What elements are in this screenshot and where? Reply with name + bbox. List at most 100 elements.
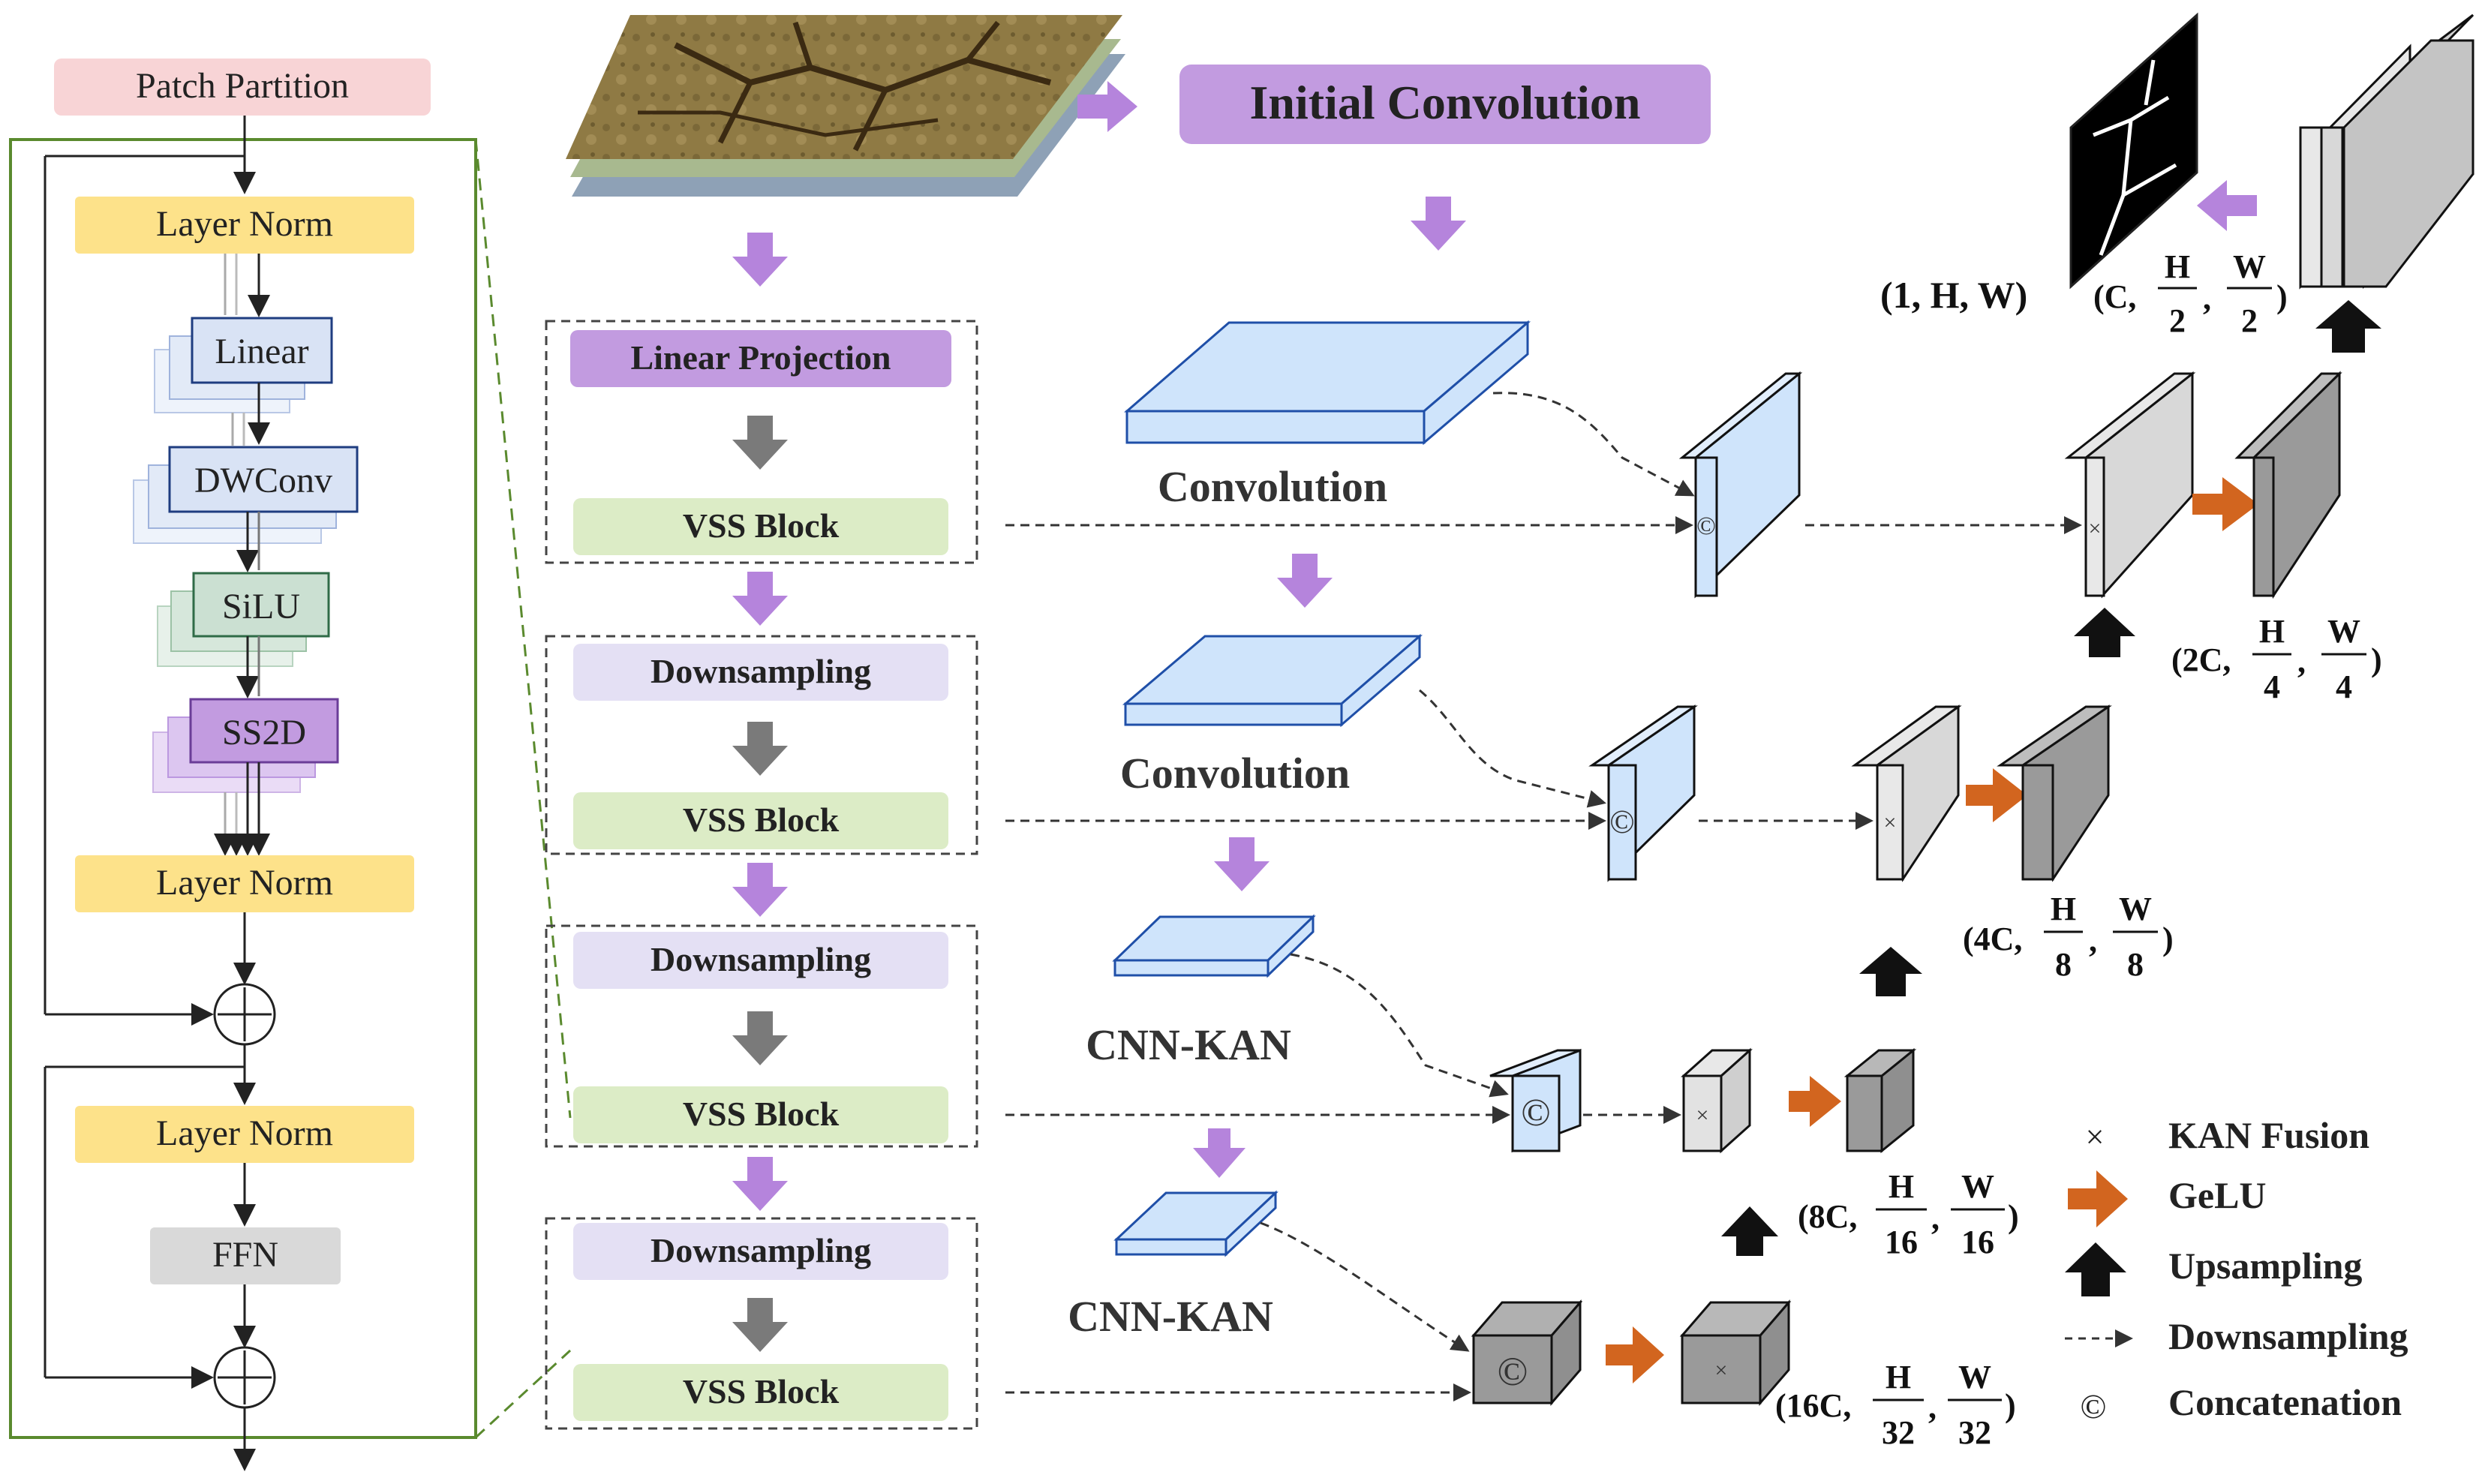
dwconv-box [168, 446, 359, 513]
svg-text:,: , [2297, 643, 2306, 680]
dim5-num2: W [1958, 1359, 1991, 1395]
dim5-post: ) [2005, 1387, 2016, 1424]
gelu-arrow-l4 [1606, 1326, 1664, 1383]
kan-l4-icon: × [1715, 1358, 1728, 1383]
cnn-kan-1-label: CNN-KAN [1086, 1020, 1291, 1069]
dim3-den1: 8 [2055, 946, 2072, 983]
svg-text:,: , [1931, 1200, 1940, 1236]
kan1-down-arrow [1193, 1128, 1246, 1178]
image-to-initconv-arrow [1077, 81, 1137, 132]
downsampling-4-box [573, 1223, 948, 1280]
convolution-1-label: Convolution [1158, 462, 1387, 511]
encoder-column: Linear Projection VSS Block Downsampling… [545, 233, 978, 1430]
kan-block-l3 [1682, 1074, 1723, 1152]
dim1-num2: W [2233, 248, 2266, 285]
dim3-den2: 8 [2127, 946, 2144, 983]
dim1-post: ) [2276, 278, 2288, 315]
input-image [566, 15, 1125, 197]
svg-text:,: , [2089, 922, 2097, 959]
ss2d-box [189, 698, 339, 764]
legend-downsampling-label: Downsampling [2168, 1315, 2408, 1357]
initial-convolution-label: Initial Convolution [1249, 76, 1640, 129]
up-arrow-l3 [1721, 1206, 1778, 1256]
vss-block-1-label: VSS Block [683, 506, 840, 545]
ss2d-label: SS2D [222, 713, 306, 753]
dim3-num1: H [2051, 891, 2076, 927]
convolution-2-label: Convolution [1120, 749, 1350, 798]
stage-3-frame [545, 924, 978, 1148]
decoder-blocks: × × × × [1606, 12, 2474, 1407]
vss-block-detail: Patch Partition Layer Norm Linear DWConv… [9, 59, 572, 1471]
dim5-num1: H [1886, 1359, 1911, 1395]
svg-text:,: , [2203, 280, 2211, 317]
dim5-pre: (16C, [1775, 1387, 1851, 1424]
upsampled-feature-block [2320, 126, 2344, 288]
concat-3-icon: © [1521, 1092, 1551, 1134]
initconv-down-arrow [1411, 197, 1466, 251]
dim5-den1: 32 [1882, 1414, 1915, 1451]
zoom-guide-top [474, 139, 572, 1119]
kan-block-l4 [1681, 1334, 1762, 1404]
gelu-block-l1 [2252, 456, 2275, 597]
dimension-labels: (1, H, W) (C, H 2 , W 2 ) (2C, H 4 , W 4… [1775, 248, 2382, 1451]
kan-l2-icon: × [1884, 810, 1897, 835]
dim4-den1: 16 [1885, 1224, 1918, 1260]
concat-2-icon: © [1609, 804, 1634, 840]
dim2-den2: 4 [2336, 668, 2352, 705]
gelu-block-l2 [2021, 764, 2054, 881]
dim3-num2: W [2119, 891, 2152, 927]
concat-block-3 [1511, 1074, 1561, 1152]
vss-block-2-label: VSS Block [683, 801, 840, 839]
concat-blocks: © © © © [1471, 371, 1803, 1407]
dim1-num1: H [2165, 248, 2190, 285]
conv-branch: Initial Convolution Convolution Convolut… [1068, 65, 1711, 1341]
dim2-num2: W [2327, 613, 2360, 650]
detail-frame [9, 138, 477, 1439]
down-arrow-enc-1 [732, 233, 788, 287]
down-arrow-enc-3 [732, 863, 788, 917]
down-arrow-enc-2 [732, 572, 788, 626]
legend-concat-label: Concatenation [2168, 1381, 2402, 1423]
concat-1-icon: © [1696, 512, 1716, 540]
legend-kan-icon: × [2086, 1119, 2105, 1155]
patch-partition-box [54, 59, 431, 116]
ffn-box [150, 1227, 341, 1284]
skip-connections [1005, 392, 2082, 1401]
layer-norm-1-label: Layer Norm [156, 204, 333, 244]
legend-upsampling-icon [2065, 1242, 2126, 1296]
up-arrow-l1 [2074, 608, 2135, 657]
dim4-num1: H [1889, 1168, 1914, 1205]
downsampling-2-box [573, 644, 948, 701]
dim5-den2: 32 [1958, 1414, 1991, 1451]
down-arrow-enc-4 [732, 1157, 788, 1211]
up-arrow-top [2315, 300, 2381, 353]
output-mask-image [2069, 12, 2198, 290]
kan-block-l2 [1876, 764, 1904, 881]
layer-norm-3-box [75, 1106, 414, 1163]
output-dim: (1, H, W) [1880, 274, 2027, 316]
layer-norm-1-box [75, 197, 414, 254]
kan-l3-icon: × [1696, 1103, 1709, 1128]
dim4-post: ) [2008, 1198, 2019, 1235]
gelu-block-l3 [1846, 1074, 1883, 1152]
ffn-label: FFN [212, 1235, 278, 1275]
vss-block-1-box [573, 498, 948, 555]
kan-block-l1 [2084, 456, 2105, 597]
downsampling-4-label: Downsampling [651, 1231, 871, 1269]
gelu-arrow-l2 [1966, 768, 2027, 822]
linear-label: Linear [215, 332, 308, 371]
dim3-pre: (4C, [1963, 921, 2022, 957]
silu-box [192, 572, 330, 638]
linear-projection-label: Linear Projection [630, 338, 891, 377]
stage-4-frame [545, 1217, 978, 1430]
vss-block-3-box [573, 1086, 948, 1143]
layer-norm-2-box [75, 855, 414, 912]
output-arrow [2197, 180, 2257, 231]
downsampling-3-box [573, 932, 948, 989]
legend-concat-icon: © [2081, 1387, 2107, 1425]
dim2-den1: 4 [2264, 668, 2280, 705]
legend-upsampling-label: Upsampling [2168, 1245, 2362, 1287]
dim2-pre: (2C, [2171, 641, 2231, 678]
conv1-down-arrow [1277, 554, 1333, 608]
